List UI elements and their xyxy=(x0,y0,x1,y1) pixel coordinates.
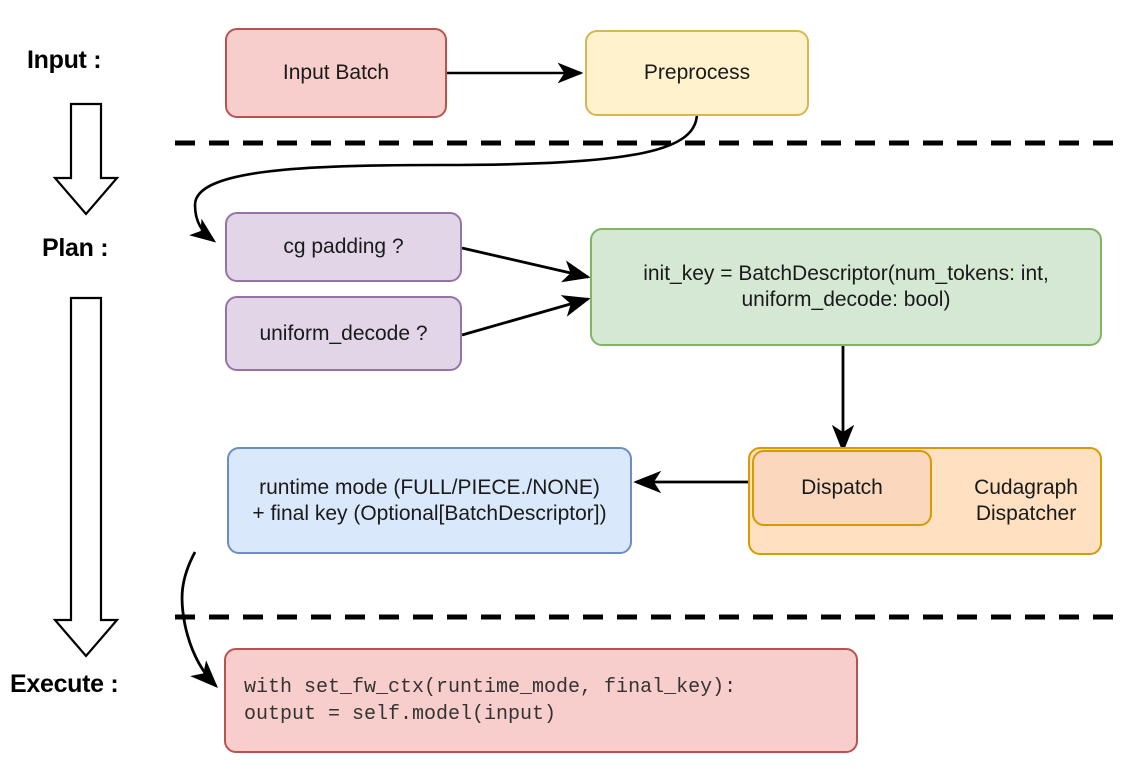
stage-block-arrow-1 xyxy=(52,102,120,216)
node-dispatch[interactable]: Dispatch xyxy=(752,450,932,526)
node-execute-code[interactable]: with set_fw_ctx(runtime_mode, final_key)… xyxy=(224,648,858,753)
stage-label-plan: Plan : xyxy=(42,234,109,262)
stage-label-execute: Execute : xyxy=(10,670,119,698)
stage-block-arrow-2 xyxy=(52,296,120,658)
node-preprocess[interactable]: Preprocess xyxy=(585,30,809,116)
node-cg-padding[interactable]: cg padding ? xyxy=(225,212,462,282)
edge-uniform-decode-to-init-key xyxy=(461,295,591,337)
node-init-key[interactable]: init_key = BatchDescriptor(num_tokens: i… xyxy=(590,228,1102,346)
stage-label-input: Input : xyxy=(27,46,102,74)
edge-runtime-mode-to-execute-code xyxy=(180,551,218,688)
node-runtime-mode[interactable]: runtime mode (FULL/PIECE./NONE) + final … xyxy=(227,447,632,554)
node-input-batch[interactable]: Input Batch xyxy=(225,28,447,118)
edge-cg-padding-to-init-key xyxy=(461,246,591,283)
node-uniform-decode[interactable]: uniform_decode ? xyxy=(225,296,462,371)
